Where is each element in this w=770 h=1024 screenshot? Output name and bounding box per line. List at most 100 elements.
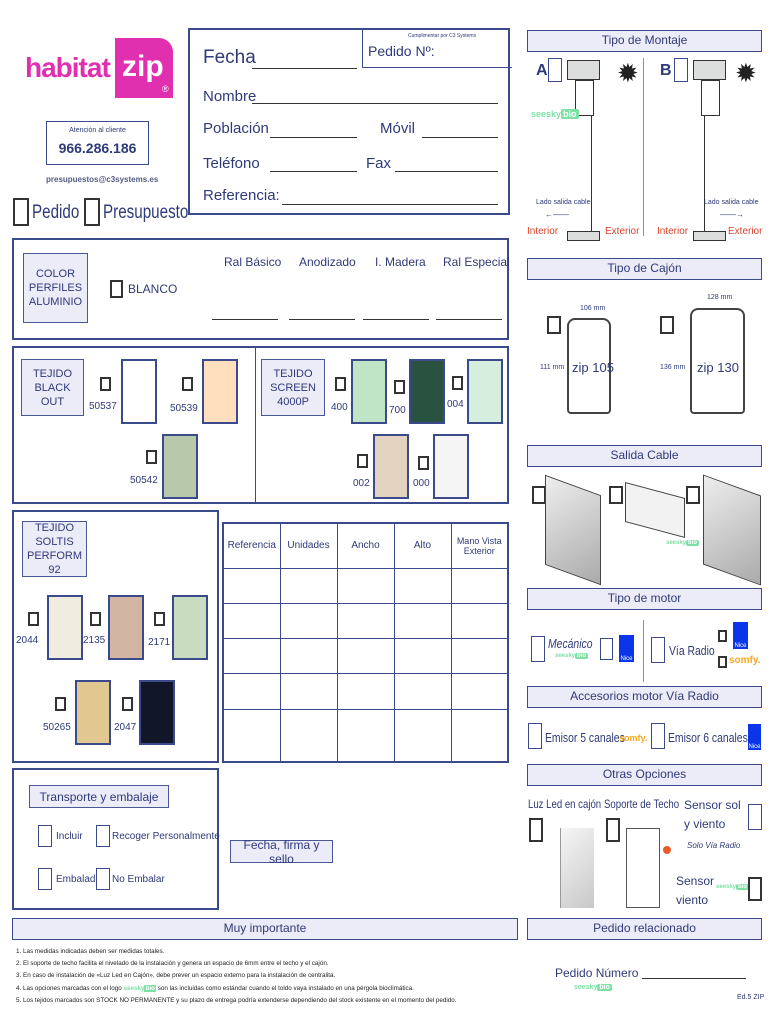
salida-1-checkbox[interactable]	[532, 486, 546, 504]
led-image	[560, 828, 594, 908]
salida-1-image	[545, 474, 601, 586]
no-embalar-checkbox[interactable]	[96, 868, 110, 890]
radio-nice-checkbox[interactable]	[718, 630, 727, 642]
salida-3-image	[703, 474, 761, 586]
soporte-image	[626, 828, 660, 908]
color-section: COLOR PERFILES ALUMINIO BLANCO Ral Básic…	[12, 238, 510, 340]
sensor-sol-viento-checkbox[interactable]	[748, 804, 762, 830]
phone: 966.286.186	[58, 140, 137, 156]
swatch-000	[433, 434, 469, 499]
swatch-2047	[139, 680, 175, 745]
fecha-field[interactable]	[252, 68, 357, 69]
swatch-checkbox-50542[interactable]	[146, 450, 157, 464]
swatch-checkbox-400[interactable]	[335, 377, 346, 391]
signature-field[interactable]: Fecha, firma y sello	[230, 838, 333, 866]
swatch-checkbox-004[interactable]	[452, 376, 463, 390]
somfy-logo: somfy.	[619, 733, 648, 743]
nice-logo: Nice	[619, 635, 634, 662]
ral-basico-field[interactable]	[212, 319, 278, 320]
important-header: Muy importante	[12, 918, 518, 940]
table-row[interactable]	[222, 638, 509, 675]
somfy-logo: somfy.	[729, 655, 761, 666]
swatch-002	[373, 434, 409, 499]
telefono-field[interactable]	[270, 171, 357, 172]
swatch-50265	[75, 680, 111, 745]
zip105-checkbox[interactable]	[547, 316, 561, 334]
blanco-checkbox[interactable]	[110, 280, 123, 298]
nombre-field[interactable]	[252, 103, 498, 104]
email: presupuestos@c3systems.es	[46, 175, 159, 184]
table-row[interactable]	[222, 708, 509, 763]
salida-2-checkbox[interactable]	[609, 486, 623, 504]
zip105-profile	[567, 318, 611, 414]
swatch-checkbox-000[interactable]	[418, 456, 429, 470]
transport-section: Transporte y embalaje Incluir Recoger Pe…	[12, 768, 220, 910]
swatch-2044	[47, 595, 83, 660]
swatch-checkbox-700[interactable]	[394, 380, 405, 394]
table-row[interactable]	[222, 602, 509, 640]
customer-form: Cumplimentar por C3 Systems Pedido Nº: F…	[188, 28, 512, 215]
table-row[interactable]	[222, 673, 509, 710]
embalado-checkbox[interactable]	[38, 868, 52, 890]
zip130-checkbox[interactable]	[660, 316, 674, 334]
swatch-checkbox-2171[interactable]	[154, 612, 165, 626]
logo: habitat zip ®	[25, 38, 175, 100]
referencia-field[interactable]	[282, 204, 498, 205]
luz-led-checkbox[interactable]	[529, 818, 543, 842]
gear-icon: ✹	[735, 58, 757, 88]
mecanico-checkbox[interactable]	[531, 636, 545, 662]
swatch-2171	[172, 595, 208, 660]
recoger-checkbox[interactable]	[96, 825, 110, 847]
salida-3-checkbox[interactable]	[686, 486, 700, 504]
emisor6-checkbox[interactable]	[651, 723, 665, 749]
fax-field[interactable]	[395, 171, 498, 172]
radio-somfy-checkbox[interactable]	[718, 656, 727, 668]
swatch-2135	[108, 595, 144, 660]
fabric-section: TEJIDO BLACK OUT 50537 50539 50542 TEJID…	[12, 346, 509, 504]
nice-logo: Nice	[733, 622, 748, 649]
swatch-checkbox-002[interactable]	[357, 454, 368, 468]
arrow-left-icon: ←——	[545, 210, 569, 219]
montaje-b-checkbox[interactable]	[674, 58, 688, 82]
swatch-700	[409, 359, 445, 424]
swatch-checkbox-50537[interactable]	[100, 377, 111, 391]
swatch-checkbox-2135[interactable]	[90, 612, 101, 626]
poblacion-field[interactable]	[270, 137, 357, 138]
swatch-50542	[162, 434, 198, 499]
swatch-checkbox-2047[interactable]	[122, 697, 133, 711]
arrow-right-icon: ——→	[720, 210, 744, 219]
via-radio-checkbox[interactable]	[651, 637, 665, 663]
presupuesto-checkbox[interactable]	[84, 198, 100, 226]
pedido-numero-field[interactable]	[642, 978, 746, 979]
sensor-viento-checkbox[interactable]	[748, 877, 762, 901]
table-row[interactable]	[222, 567, 509, 604]
gear-icon: ✹	[617, 58, 639, 88]
ral-especial-field[interactable]	[436, 319, 502, 320]
customer-service-box: Atención al cliente 966.286.186	[46, 121, 149, 165]
swatch-004	[467, 359, 503, 424]
incluir-checkbox[interactable]	[38, 825, 52, 847]
swatch-checkbox-50539[interactable]	[182, 377, 193, 391]
mecanico-nice-checkbox[interactable]	[600, 638, 613, 660]
swatch-checkbox-2044[interactable]	[28, 612, 39, 626]
zip130-profile	[690, 308, 745, 414]
important-notes: 1. Las medidas indicadas deben ser medid…	[16, 948, 457, 1004]
montaje-a-checkbox[interactable]	[548, 58, 562, 82]
nice-logo: Nice	[748, 724, 761, 750]
movil-field[interactable]	[422, 137, 498, 138]
salida-2-image	[625, 481, 685, 539]
madera-field[interactable]	[363, 319, 429, 320]
swatch-400	[351, 359, 387, 424]
pedido-checkbox[interactable]	[13, 198, 29, 226]
anodizado-field[interactable]	[289, 319, 355, 320]
swatch-checkbox-50265[interactable]	[55, 697, 66, 711]
swatch-50539	[202, 359, 238, 424]
soporte-checkbox[interactable]	[606, 818, 620, 842]
emisor5-checkbox[interactable]	[528, 723, 542, 749]
mount-a-diagram	[567, 60, 600, 80]
